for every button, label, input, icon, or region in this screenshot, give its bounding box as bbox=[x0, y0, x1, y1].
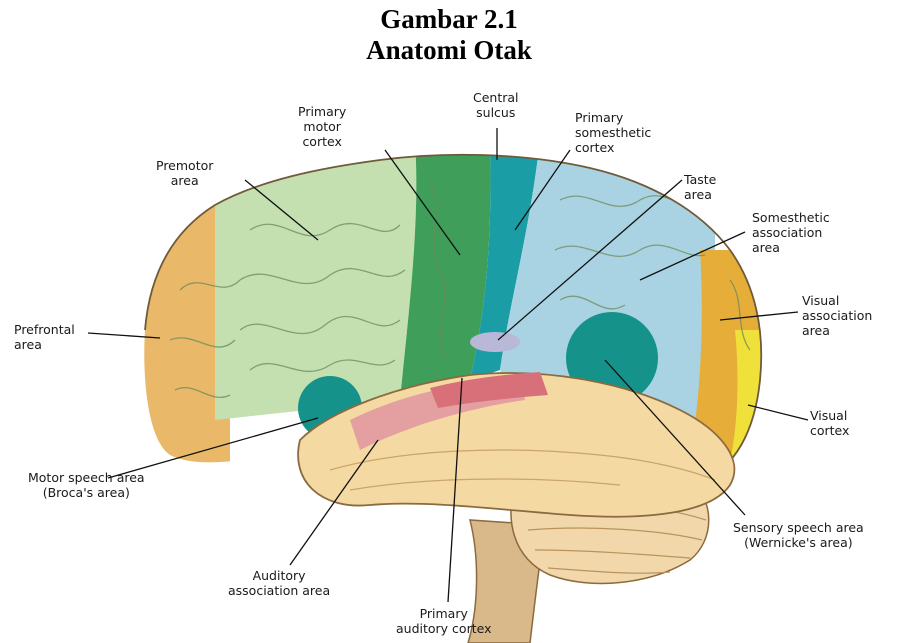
label-somesthetic-association-area: Somesthetic association area bbox=[752, 210, 830, 255]
label-premotor-area: Premotor area bbox=[156, 158, 213, 188]
label-motor-speech-area: Motor speech area (Broca's area) bbox=[28, 470, 145, 500]
label-central-sulcus: Central sulcus bbox=[473, 90, 519, 120]
premotor-region bbox=[215, 140, 416, 420]
label-primary-auditory-cortex: Primary auditory cortex bbox=[396, 606, 491, 636]
label-primary-somesthetic-cortex: Primary somesthetic cortex bbox=[575, 110, 651, 155]
label-visual-cortex: Visual cortex bbox=[810, 408, 849, 438]
label-visual-association-area: Visual association area bbox=[802, 293, 872, 338]
label-prefrontal-area: Prefrontal area bbox=[14, 322, 75, 352]
label-auditory-association-area: Auditory association area bbox=[228, 568, 330, 598]
label-sensory-speech-area: Sensory speech area (Wernicke's area) bbox=[733, 520, 864, 550]
label-taste-area: Taste area bbox=[684, 172, 716, 202]
taste-region bbox=[470, 332, 520, 352]
label-primary-motor-cortex: Primary motor cortex bbox=[298, 104, 346, 149]
